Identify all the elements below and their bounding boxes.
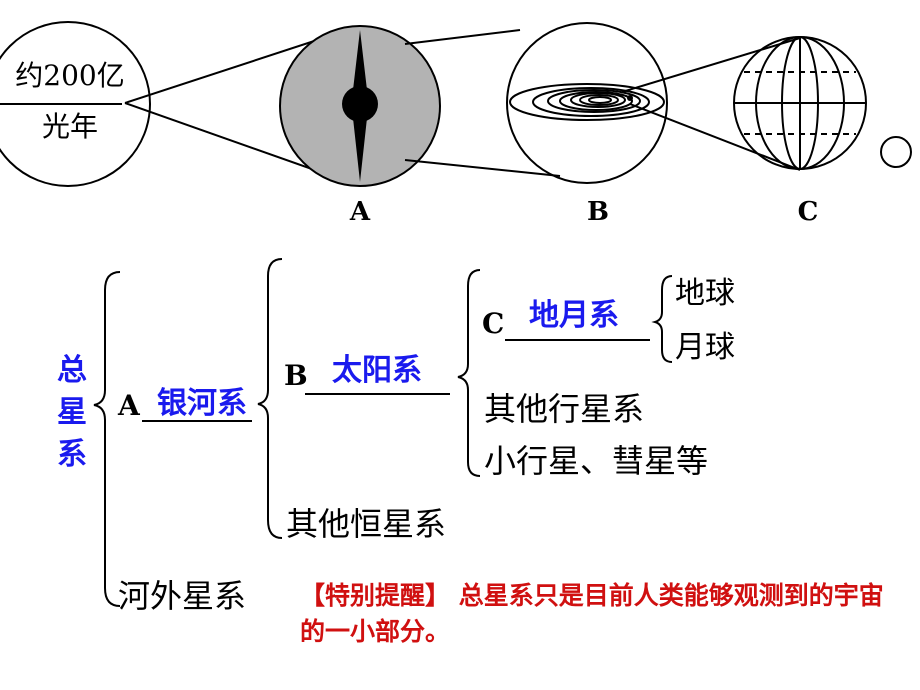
- moon-text: 月球: [675, 330, 735, 365]
- a-answer: 银河系: [157, 386, 247, 421]
- earth-text: 地球: [675, 276, 735, 311]
- galaxy-bulge: [342, 86, 378, 122]
- brace-level-4: [651, 275, 673, 363]
- small-bodies-text: 小行星、彗星等: [484, 442, 708, 480]
- label-b: B: [587, 197, 609, 227]
- root-label: 总 星 系: [57, 353, 87, 472]
- c-prefix: C: [482, 307, 504, 340]
- brace-level-2: [257, 258, 283, 539]
- other-stars-text: 其他恒星系: [286, 505, 446, 543]
- moon-circle: [880, 136, 912, 168]
- root-label-char: 星: [57, 395, 87, 430]
- a-prefix: A: [117, 389, 141, 422]
- b-answer: 太阳系: [332, 353, 422, 388]
- scale-top-text: 约200亿: [15, 59, 124, 92]
- label-c: C: [798, 197, 819, 227]
- universe-circle: 约200亿 光年: [0, 21, 151, 187]
- galaxy-circle: [279, 25, 441, 187]
- other-planets-text: 其他行星系: [484, 390, 644, 428]
- b-prefix: B: [284, 359, 308, 392]
- brace-level-1: [93, 271, 121, 607]
- solar-system-circle: [506, 22, 668, 184]
- special-reminder-note: 【特别提醒】 总星系只是目前人类能够观测到的宇宙的一小部分。: [300, 581, 884, 646]
- label-a: A: [349, 197, 371, 227]
- earth-globe: [733, 36, 867, 170]
- c-answer: 地月系: [529, 298, 619, 333]
- zoom-lines-solar-to-earth: [621, 37, 801, 171]
- outer-galaxies-text: 河外星系: [118, 577, 246, 615]
- root-label-char: 系: [57, 437, 87, 472]
- brace-level-3: [457, 269, 481, 477]
- zoom-lines-galaxy-to-solar: [404, 29, 561, 177]
- root-label-char: 总: [57, 353, 87, 388]
- scale-bottom-text: 光年: [42, 110, 98, 143]
